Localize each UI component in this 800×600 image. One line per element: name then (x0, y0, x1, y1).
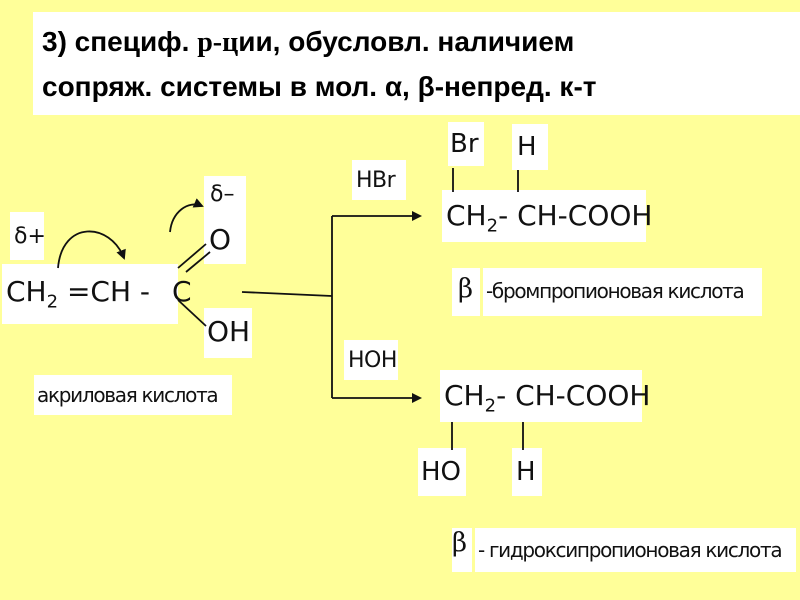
carbonyl-bond-1 (177, 243, 207, 269)
acrylic-acid-name: акриловая кислота (37, 383, 219, 407)
delta-plus-label: δ+ (14, 224, 46, 249)
acrylic-name-box (34, 375, 232, 415)
br-box (448, 122, 484, 166)
bromine-label: Br (450, 129, 479, 159)
beta-symbol-2: β (452, 528, 468, 558)
hydroxyl-label: OH (207, 315, 251, 348)
product2-formula: CH2- CH-COOH (444, 379, 651, 417)
carbonyl-bond-2 (185, 251, 211, 273)
h-top-box (512, 124, 548, 170)
product2-name-box (452, 528, 796, 572)
oxygen-box (204, 176, 246, 264)
main-reaction-line (241, 291, 333, 297)
product1-formula: CH2- CH-COOH (446, 199, 653, 237)
acrylic-formula: CH2 =CH -C (6, 275, 192, 313)
reagent-hbr: HBr (356, 168, 396, 193)
acrylic-formula-box (2, 264, 178, 324)
beta-separator-2 (472, 528, 475, 572)
h-bottom-box (512, 448, 542, 496)
delta-minus-label: δ– (210, 182, 235, 207)
title-box (33, 12, 800, 115)
title-line-1: 3) специф. р-ции, обусловл. наличием (42, 26, 575, 58)
curved-arrow-left (57, 230, 126, 269)
hbr-box (352, 160, 406, 200)
slide-title: 3) специф. р-ции, обусловл. наличием соп… (42, 20, 792, 109)
bromopropionic-acid-name: -бромпропионовая кислота (486, 279, 745, 303)
hydroxyl-bond (177, 299, 207, 327)
curved-arrow-right (169, 198, 204, 233)
beta-symbol-1: β (458, 274, 474, 304)
hydrogen-bottom-label: H (516, 457, 536, 487)
hydroxyl-box (204, 308, 252, 358)
reagent-hoh: HOH (348, 348, 397, 373)
oxygen-label: O (209, 223, 232, 256)
product2-formula-box (440, 370, 642, 422)
beta-separator-1 (480, 268, 483, 316)
hydrogen-top-label: H (517, 132, 537, 162)
product1-name-box (452, 268, 762, 316)
carbon-label: C (172, 275, 192, 308)
delta-plus-box (10, 212, 44, 260)
product1-formula-box (442, 190, 646, 242)
hydroxy-label: HO (421, 457, 462, 487)
ho-box (418, 448, 466, 496)
hoh-box (344, 340, 398, 380)
title-line-2: сопряж. системы в мол. α, β-непред. к-т (42, 71, 597, 102)
hydroxypropionic-acid-name: - гидроксипропионовая кислота (478, 538, 783, 562)
